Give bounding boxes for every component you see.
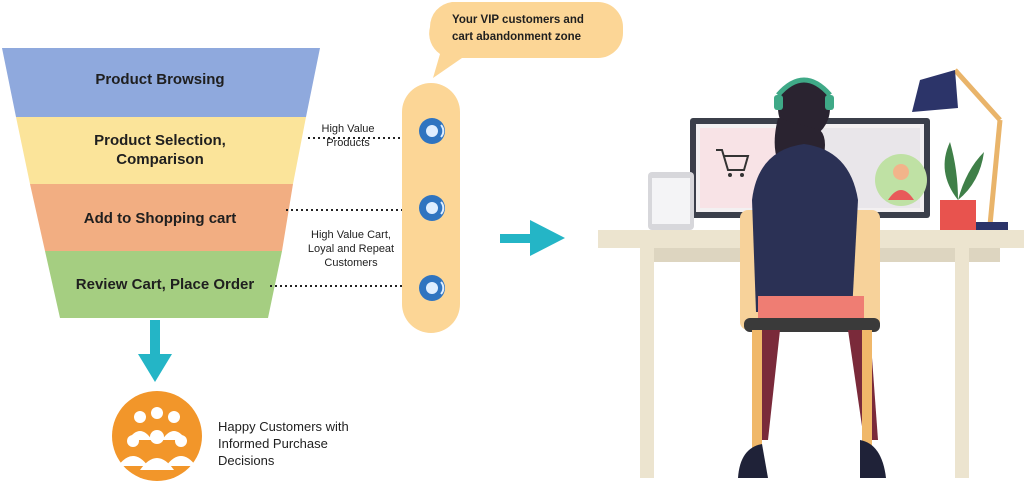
stage-label-cart: Add to Shopping cart xyxy=(83,210,237,227)
funnel-stage-order xyxy=(45,251,282,318)
funnel-stage-selection xyxy=(16,117,306,184)
right-arrow-icon xyxy=(500,220,565,256)
funnel-stage-cart xyxy=(30,184,293,251)
label-high-value-cart: High Value Cart, Loyal and Repeat Custom… xyxy=(307,229,395,269)
vip-speech-bubble xyxy=(429,2,623,78)
stage-label-order: Review Cart, Place Order xyxy=(75,276,255,293)
agent-desk-illustration xyxy=(598,68,1024,478)
result-label: Happy Customers with Informed Purchase D… xyxy=(218,419,349,468)
agent-icon-3 xyxy=(419,275,445,301)
stage-label-browsing: Product Browsing xyxy=(95,71,225,88)
group-people-icon xyxy=(112,391,202,481)
label-high-value-products: High Value Products xyxy=(321,123,375,149)
stage-label-selection: Product Selection, Comparison xyxy=(94,132,226,168)
agent-icon-2 xyxy=(419,195,445,221)
agent-icon-1 xyxy=(419,118,445,144)
bubble-text: Your VIP customers and cart abandonment … xyxy=(452,14,584,43)
down-arrow-icon xyxy=(138,320,172,382)
funnel-stage-browsing xyxy=(2,48,320,117)
